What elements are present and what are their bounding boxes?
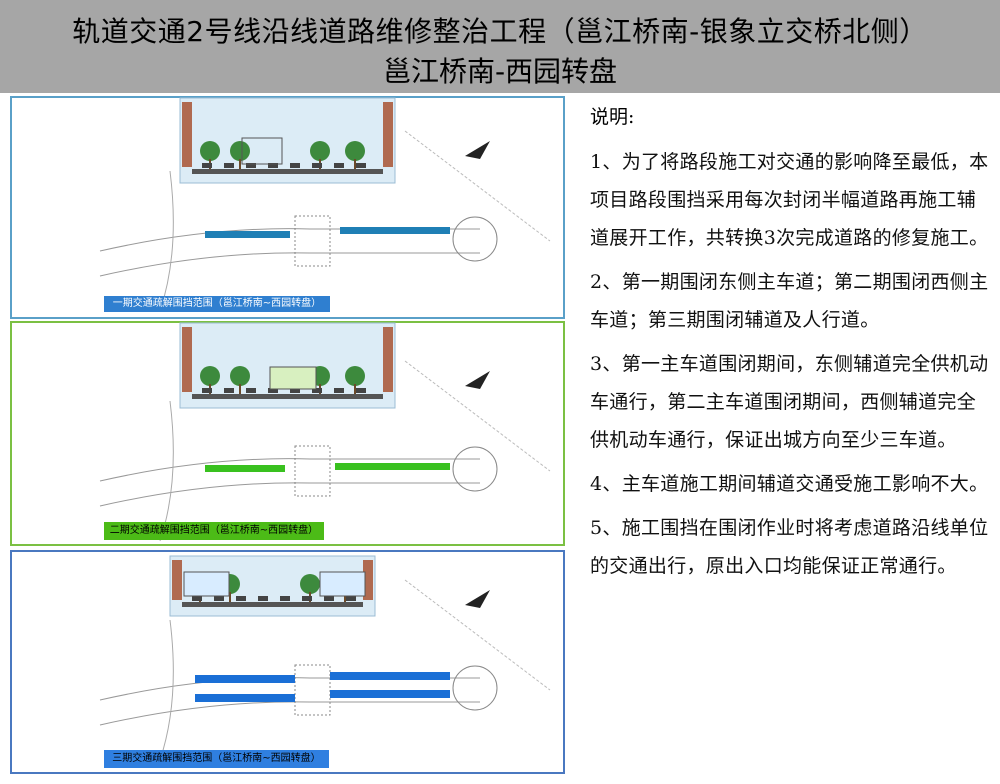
vehicle-2 <box>214 596 224 601</box>
vehicle-7 <box>334 163 344 168</box>
closure-segment-4 <box>330 690 450 698</box>
tree-4 <box>345 141 365 161</box>
page-title: 轨道交通2号线沿线道路维修整治工程（邕江桥南-银象立交桥北侧） <box>72 15 928 48</box>
building-left <box>182 327 192 392</box>
vehicle-3 <box>246 388 256 393</box>
phase-1-caption: 一期交通疏解围挡范围（邕江桥南~西园转盘） <box>112 298 322 309</box>
vehicle-3 <box>236 596 246 601</box>
vehicle-4 <box>268 388 278 393</box>
cross-section-box <box>179 322 396 409</box>
tree-3 <box>300 574 320 594</box>
roundabout <box>452 216 498 262</box>
vehicle-5 <box>290 163 300 168</box>
phase-2-panel: 二期交通疏解围挡范围（邕江桥南~西园转盘） <box>10 321 565 546</box>
road-strip <box>192 169 383 174</box>
tree-3 <box>310 141 330 161</box>
tree-2 <box>230 366 250 386</box>
page-subtitle: 邕江桥南-西园转盘 <box>382 55 618 88</box>
vehicle-4 <box>258 596 268 601</box>
tree-trunk-2 <box>239 159 241 169</box>
north-arrow-icon <box>465 590 490 608</box>
tree-trunk-4 <box>344 592 346 602</box>
vehicle-4 <box>268 163 278 168</box>
rail-line <box>404 130 551 242</box>
building-left <box>172 560 182 600</box>
notes-section: 说明: 1、为了将路段施工对交通的影响降至最低，本项目路段围挡采用每次封闭半幅道… <box>590 102 990 591</box>
note-item-2: 2、第一期围闭东侧主车道；第二期围闭西侧主车道；第三期围闭辅道及人行道。 <box>590 271 989 331</box>
closure-box <box>269 366 317 390</box>
closure-segment-2 <box>195 694 295 702</box>
building-right <box>383 327 393 392</box>
curved-road <box>159 619 174 761</box>
tree-trunk-4 <box>354 159 356 169</box>
phase-1-plan-drawing <box>10 96 565 319</box>
vehicle-7 <box>334 388 344 393</box>
road-edge-bottom <box>99 701 480 726</box>
vehicle-5 <box>280 596 290 601</box>
caption-bar <box>104 750 329 768</box>
tree-4 <box>345 366 365 386</box>
closure-segment-2 <box>335 463 450 470</box>
note-item-3: 3、第一主车道围闭期间，东侧辅道完全供机动车通行，第二主车道围闭期间，西侧辅道完… <box>590 353 989 451</box>
roundabout <box>452 665 498 711</box>
vehicle-1 <box>192 596 202 601</box>
cross-section-box <box>179 97 396 184</box>
roundabout <box>452 446 498 492</box>
vehicle-8 <box>346 596 356 601</box>
vehicle-8 <box>356 163 366 168</box>
building-right <box>383 102 393 167</box>
tree-1 <box>200 141 220 161</box>
north-arrow-icon <box>465 141 490 159</box>
rail-line <box>404 360 551 472</box>
page-header: 轨道交通2号线沿线道路维修整治工程（邕江桥南-银象立交桥北侧） 邕江桥南-西园转… <box>0 0 1000 93</box>
vehicle-2 <box>224 163 234 168</box>
closure-box-left <box>183 571 230 597</box>
phase-2-plan-drawing <box>10 321 565 546</box>
closure-segment-2 <box>340 227 450 234</box>
closure-segment-1 <box>195 675 295 683</box>
vehicle-3 <box>246 163 256 168</box>
closure-box-right <box>319 571 366 597</box>
tree-trunk-2 <box>239 384 241 394</box>
note-item-5: 5、施工围挡在围闭作业时将考虑道路沿线单位的交通出行，原出入口均能保证正常通行。 <box>590 517 989 577</box>
intersection <box>294 445 331 497</box>
north-arrow-icon <box>465 371 490 389</box>
rail-line <box>404 579 551 691</box>
road-edge-top <box>99 458 480 482</box>
vehicle-6 <box>312 388 322 393</box>
note-item-1: 1、为了将路段施工对交通的影响降至最低，本项目路段围挡采用每次封闭半幅道路再施工… <box>590 151 989 249</box>
notes-title: 说明: <box>590 106 635 128</box>
building-left <box>182 102 192 167</box>
tree-trunk-4 <box>354 384 356 394</box>
vehicle-2 <box>224 388 234 393</box>
phase-3-panel: 三期交通疏解围挡范围（邕江桥南~西园转盘） <box>10 550 565 774</box>
tree-trunk-2 <box>229 592 231 602</box>
road-strip <box>192 394 383 399</box>
phase-3-plan-drawing <box>10 550 565 774</box>
note-item-4: 4、主车道施工期间辅道交通受施工影响不大。 <box>590 473 989 495</box>
tree-1 <box>200 366 220 386</box>
closure-segment-1 <box>205 465 285 472</box>
vehicle-1 <box>202 388 212 393</box>
road-edge-bottom <box>99 252 480 277</box>
phase-3-caption: 三期交通疏解围挡范围（邕江桥南~西园转盘） <box>112 753 321 764</box>
vehicle-7 <box>324 596 334 601</box>
closure-segment-3 <box>330 672 450 680</box>
road-edge-bottom <box>99 482 480 507</box>
road-strip <box>182 602 363 607</box>
caption-bar <box>104 522 324 540</box>
tree-2 <box>230 141 250 161</box>
vehicle-1 <box>202 163 212 168</box>
phase-1-panel: 一期交通疏解围挡范围（邕江桥南~西园转盘） <box>10 96 565 319</box>
building-right <box>363 560 373 600</box>
intersection <box>294 215 331 267</box>
vehicle-8 <box>356 388 366 393</box>
vehicle-6 <box>302 596 312 601</box>
closure-box <box>241 137 283 165</box>
phase-2-caption: 二期交通疏解围挡范围（邕江桥南~西园转盘） <box>109 525 319 536</box>
closure-segment-1 <box>205 231 290 238</box>
caption-bar <box>104 296 330 312</box>
vehicle-6 <box>312 163 322 168</box>
vehicle-5 <box>290 388 300 393</box>
